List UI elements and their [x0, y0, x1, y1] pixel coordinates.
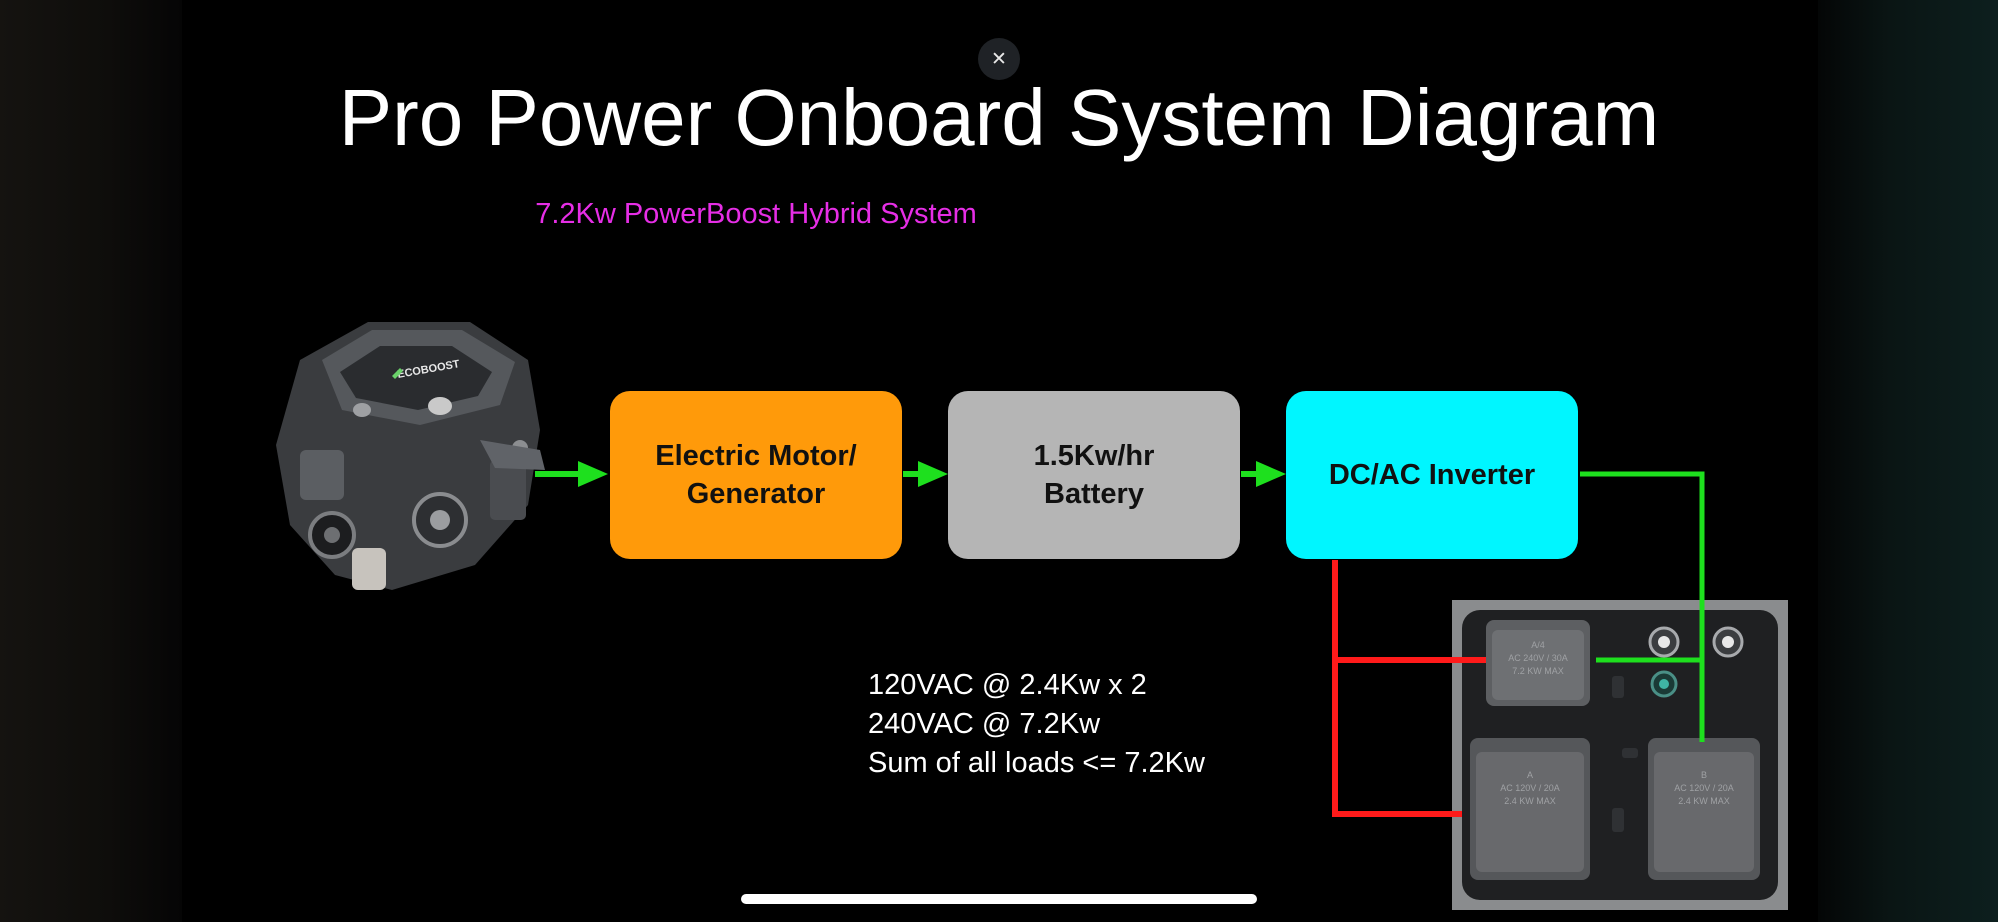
- diagram-subtitle: 7.2Kw PowerBoost Hybrid System: [535, 198, 977, 230]
- outlet-top-label-2: AC 240V / 30A: [1508, 653, 1568, 663]
- motor-generator-block: Electric Motor/ Generator: [610, 391, 902, 559]
- close-icon: ✕: [991, 48, 1007, 70]
- engine-image: ECOBOOST: [276, 322, 545, 590]
- outlet-top-label-1: A/4: [1531, 640, 1545, 650]
- green-wire-inverter-to-bottom-right: [1580, 471, 1705, 742]
- outlet-br-label-2: AC 120V / 20A: [1674, 783, 1734, 793]
- load-spec-240v: 240VAC @ 7.2Kw: [868, 708, 1101, 740]
- page-title: Pro Power Onboard System Diagram: [338, 73, 1660, 162]
- right-backdrop: [1818, 0, 1998, 922]
- outlet-br-label-1: B: [1701, 770, 1707, 780]
- outlet-top-label-3: 7.2 KW MAX: [1512, 666, 1564, 676]
- close-button[interactable]: ✕: [978, 38, 1020, 80]
- left-backdrop: [0, 0, 182, 922]
- load-spec-120v: 120VAC @ 2.4Kw x 2: [868, 669, 1147, 701]
- outlet-br-label-3: 2.4 KW MAX: [1678, 796, 1730, 806]
- outlet-bl-label-2: AC 120V / 20A: [1500, 783, 1560, 793]
- load-spec-sum: Sum of all loads <= 7.2Kw: [868, 747, 1205, 779]
- inverter-label: DC/AC Inverter: [1328, 459, 1536, 491]
- inverter-block: DC/AC Inverter: [1286, 391, 1578, 559]
- motor-generator-label: Electric Motor/ Generator: [655, 440, 857, 510]
- load-specs: 120VAC @ 2.4Kw x 2 240VAC @ 7.2Kw Sum of…: [868, 666, 1205, 783]
- outlet-panel-image: [1452, 600, 1788, 910]
- red-wire-to-bottom-left: [1332, 560, 1462, 817]
- home-indicator[interactable]: [741, 894, 1257, 904]
- outlet-bl-label-3: 2.4 KW MAX: [1504, 796, 1556, 806]
- outlet-bl-label-1: A: [1527, 770, 1533, 780]
- battery-label: 1.5Kw/hr Battery: [1033, 440, 1155, 510]
- battery-block: 1.5Kw/hr Battery: [948, 391, 1240, 559]
